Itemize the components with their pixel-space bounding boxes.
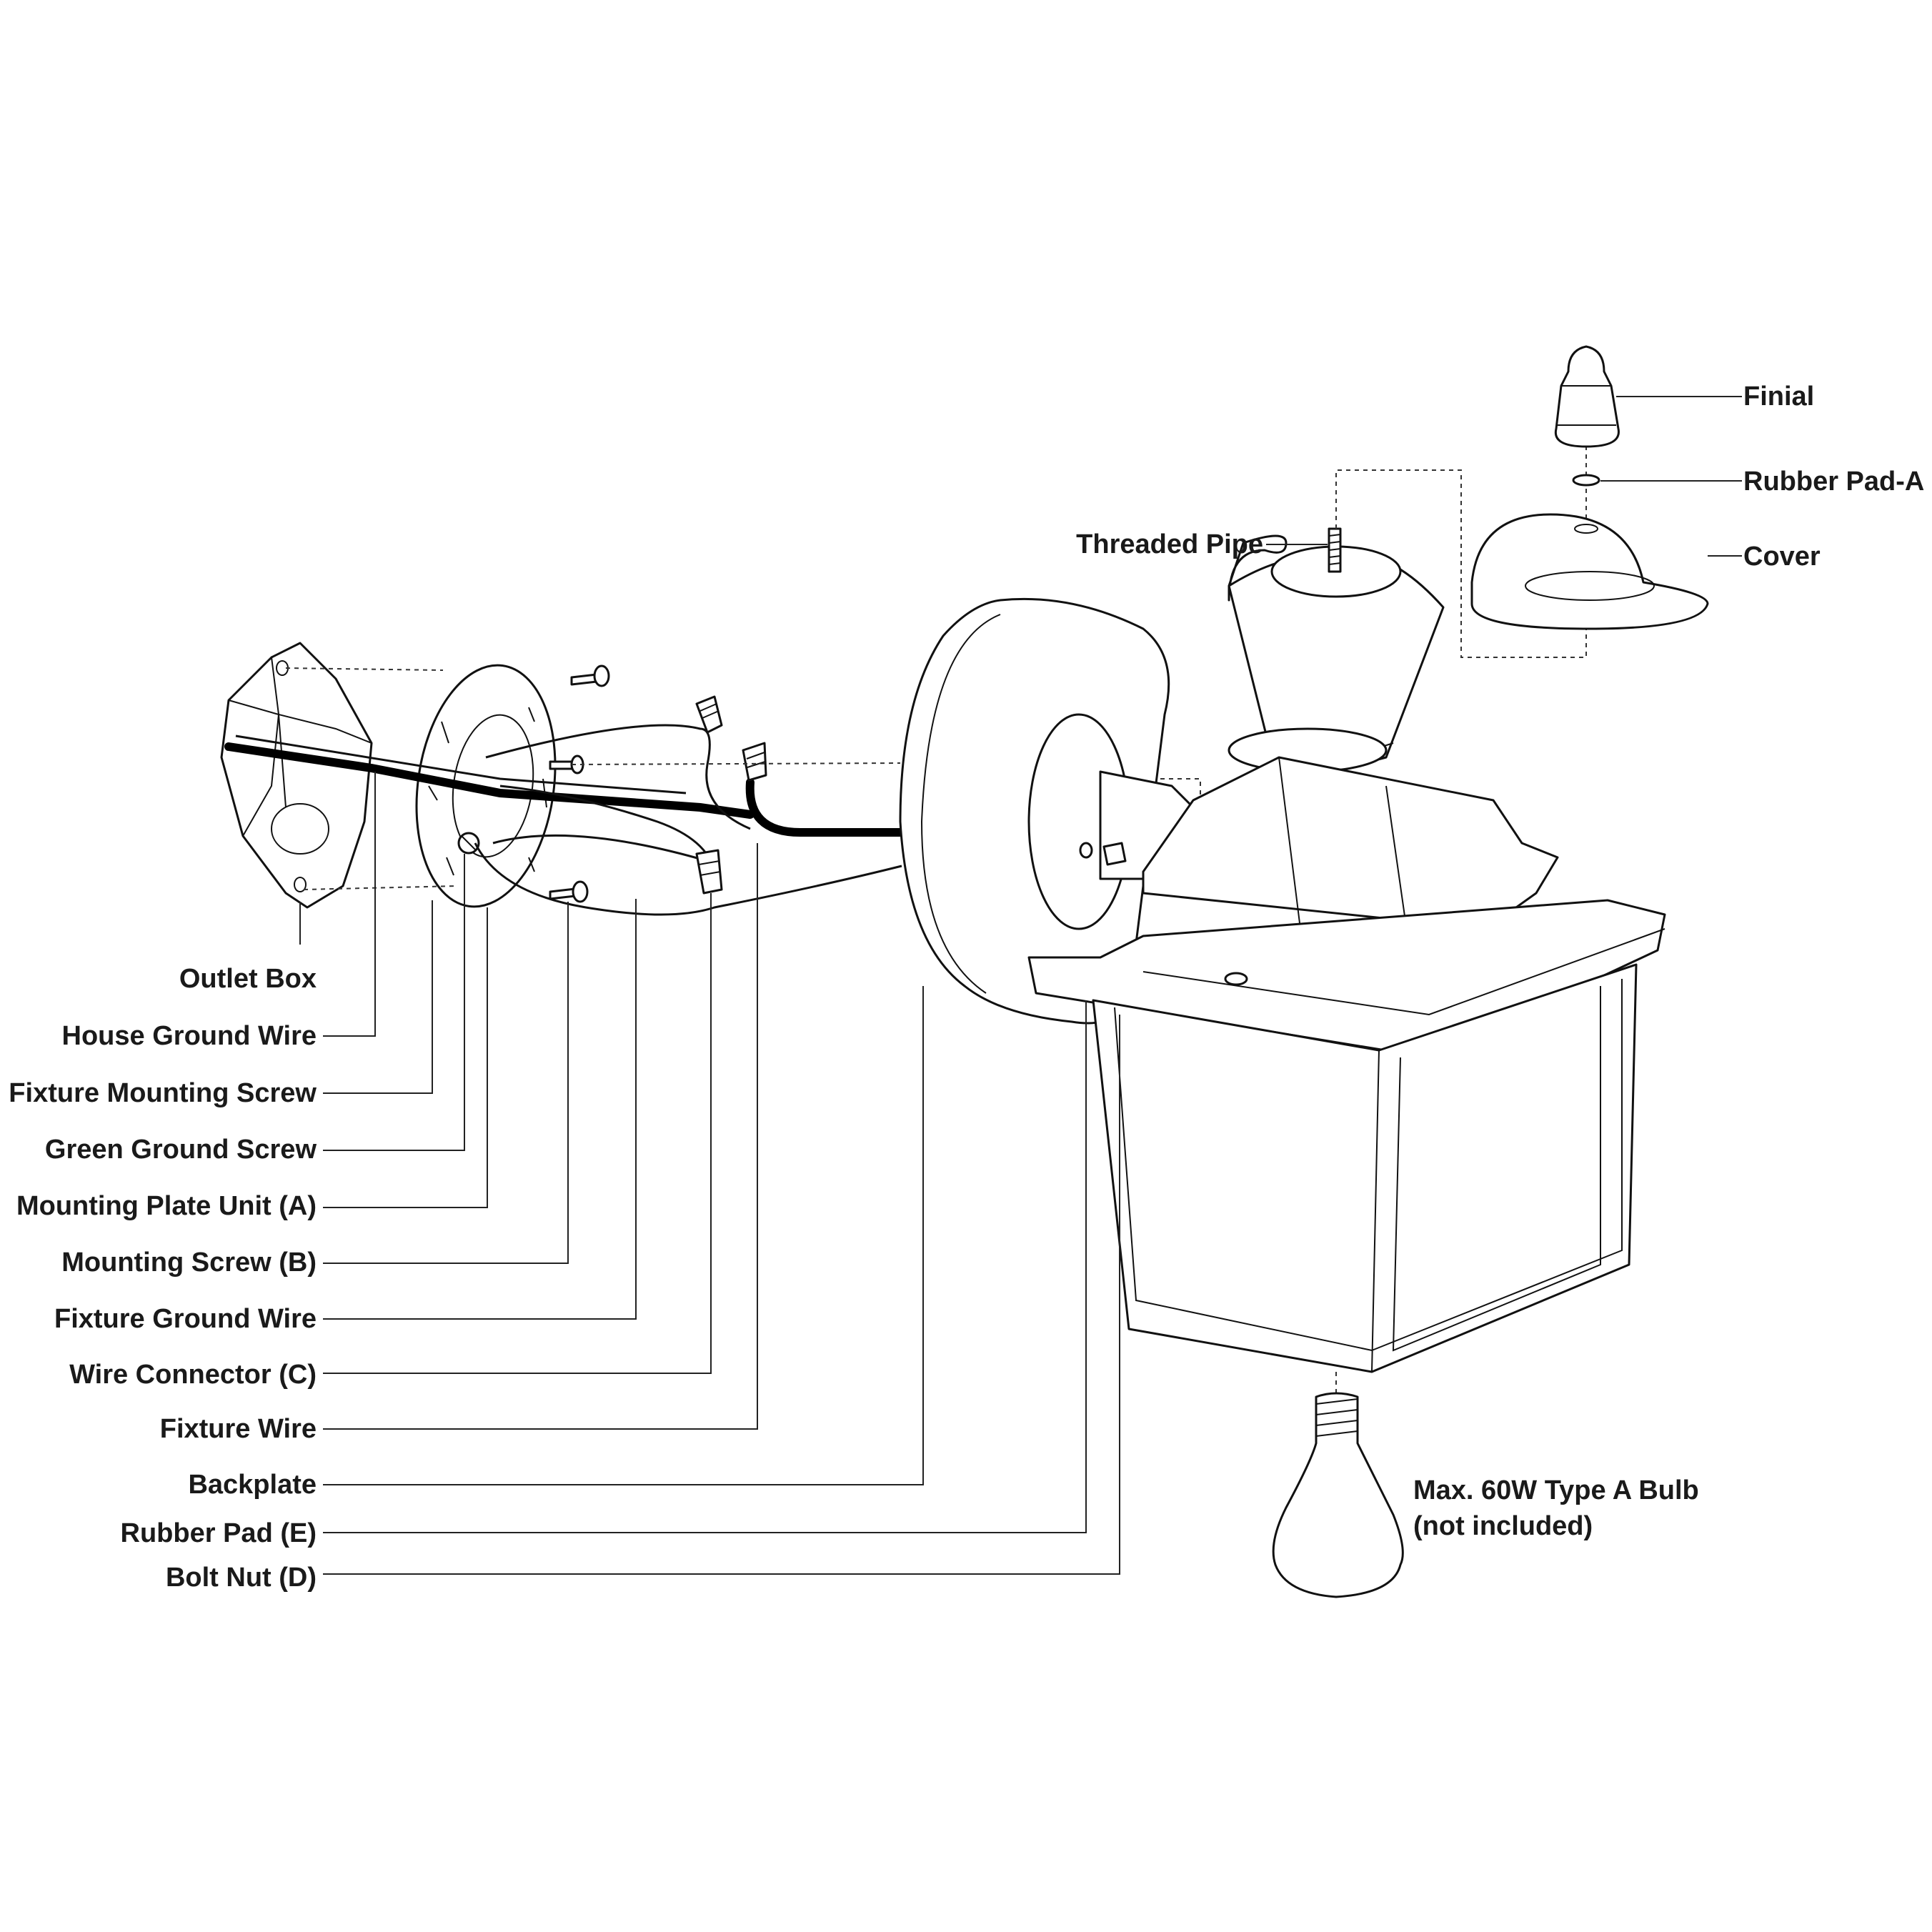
label-fixture-mounting-screw: Fixture Mounting Screw: [9, 1078, 317, 1108]
leader-lines-right: [1266, 396, 1742, 557]
label-bulb-line1: Max. 60W Type A Bulb: [1413, 1475, 1699, 1505]
label-rubber-pad-a: Rubber Pad-A: [1743, 467, 1924, 497]
label-green-ground-screw: Green Ground Screw: [45, 1135, 317, 1165]
mounting-screw-bottom: [549, 880, 589, 903]
label-wire-connector: Wire Connector (C): [69, 1360, 317, 1390]
wire-connector-1: [695, 695, 723, 734]
label-fixture-wire: Fixture Wire: [160, 1414, 317, 1444]
alignment-lines-right: [1335, 469, 1587, 658]
wire-connector-2: [742, 742, 767, 782]
label-bulb-line2: (not included): [1413, 1511, 1593, 1541]
outlet-box: [220, 642, 373, 909]
threaded-pipe: [1328, 527, 1342, 573]
lantern: [1027, 534, 1666, 1373]
label-backplate: Backplate: [188, 1470, 317, 1500]
leader-lines-left: [299, 772, 1120, 1575]
rubber-pad-a: [1572, 474, 1600, 487]
cover: [1470, 513, 1709, 630]
label-bolt-nut: Bolt Nut (D): [166, 1563, 317, 1593]
fixture-mounting-screw-top: [570, 664, 610, 687]
label-cover: Cover: [1743, 542, 1821, 572]
label-rubber-pad-e: Rubber Pad (E): [121, 1518, 317, 1548]
wire-connector-c: [695, 849, 723, 895]
backplate: [899, 597, 1209, 1025]
bulb: [1272, 1392, 1404, 1598]
label-threaded-pipe: Threaded Pipe: [1076, 529, 1263, 559]
fixture-mounting-screw-mid: [549, 755, 584, 775]
label-house-ground-wire: House Ground Wire: [62, 1021, 317, 1051]
label-fixture-ground-wire: Fixture Ground Wire: [54, 1304, 317, 1334]
label-mounting-screw: Mounting Screw (B): [61, 1248, 317, 1278]
label-outlet-box: Outlet Box: [179, 964, 317, 994]
finial: [1554, 345, 1620, 448]
label-finial: Finial: [1743, 382, 1814, 412]
wires: [224, 724, 905, 916]
label-mounting-plate-unit: Mounting Plate Unit (A): [16, 1191, 317, 1221]
green-ground-screw: [457, 832, 480, 855]
